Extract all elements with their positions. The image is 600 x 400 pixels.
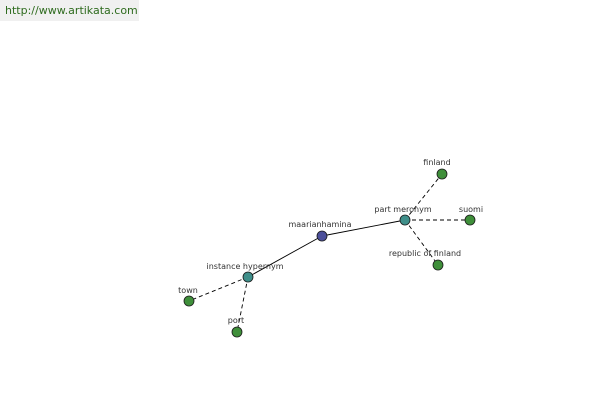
node-port[interactable]: [231, 326, 243, 338]
node-finland[interactable]: [436, 168, 448, 180]
edge-center-meronym: [321, 219, 406, 237]
edge-hyper-town: [188, 276, 249, 302]
node-label-town[interactable]: town: [178, 286, 198, 295]
edge-meronym-finland: [404, 173, 443, 221]
node-town[interactable]: [183, 295, 195, 307]
node-label-hyper[interactable]: instance hypernym: [207, 262, 284, 271]
graph-edges: [188, 173, 470, 333]
node-hyper[interactable]: [242, 271, 254, 283]
node-label-rof[interactable]: republic of finland: [389, 249, 461, 258]
node-rof[interactable]: [432, 259, 444, 271]
node-suomi[interactable]: [464, 214, 476, 226]
graph-labels: maarianhamina part meronym instance hypern…: [178, 158, 483, 325]
node-label-meronym[interactable]: part meronym: [374, 205, 431, 214]
url-link[interactable]: http://www.artikata.com: [5, 4, 138, 17]
node-label-center[interactable]: maarianhamina: [288, 220, 351, 229]
url-banner: http://www.artikata.com: [0, 0, 139, 21]
graph-nodes: [183, 168, 476, 338]
node-label-finland[interactable]: finland: [423, 158, 450, 167]
edge-meronym-rof: [404, 219, 439, 266]
node-label-port[interactable]: port: [228, 316, 244, 325]
edge-hyper-port: [236, 276, 249, 333]
node-label-suomi[interactable]: suomi: [459, 205, 483, 214]
node-meronym[interactable]: [399, 214, 411, 226]
edge-center-hyper: [247, 235, 323, 278]
node-center[interactable]: [316, 230, 328, 242]
